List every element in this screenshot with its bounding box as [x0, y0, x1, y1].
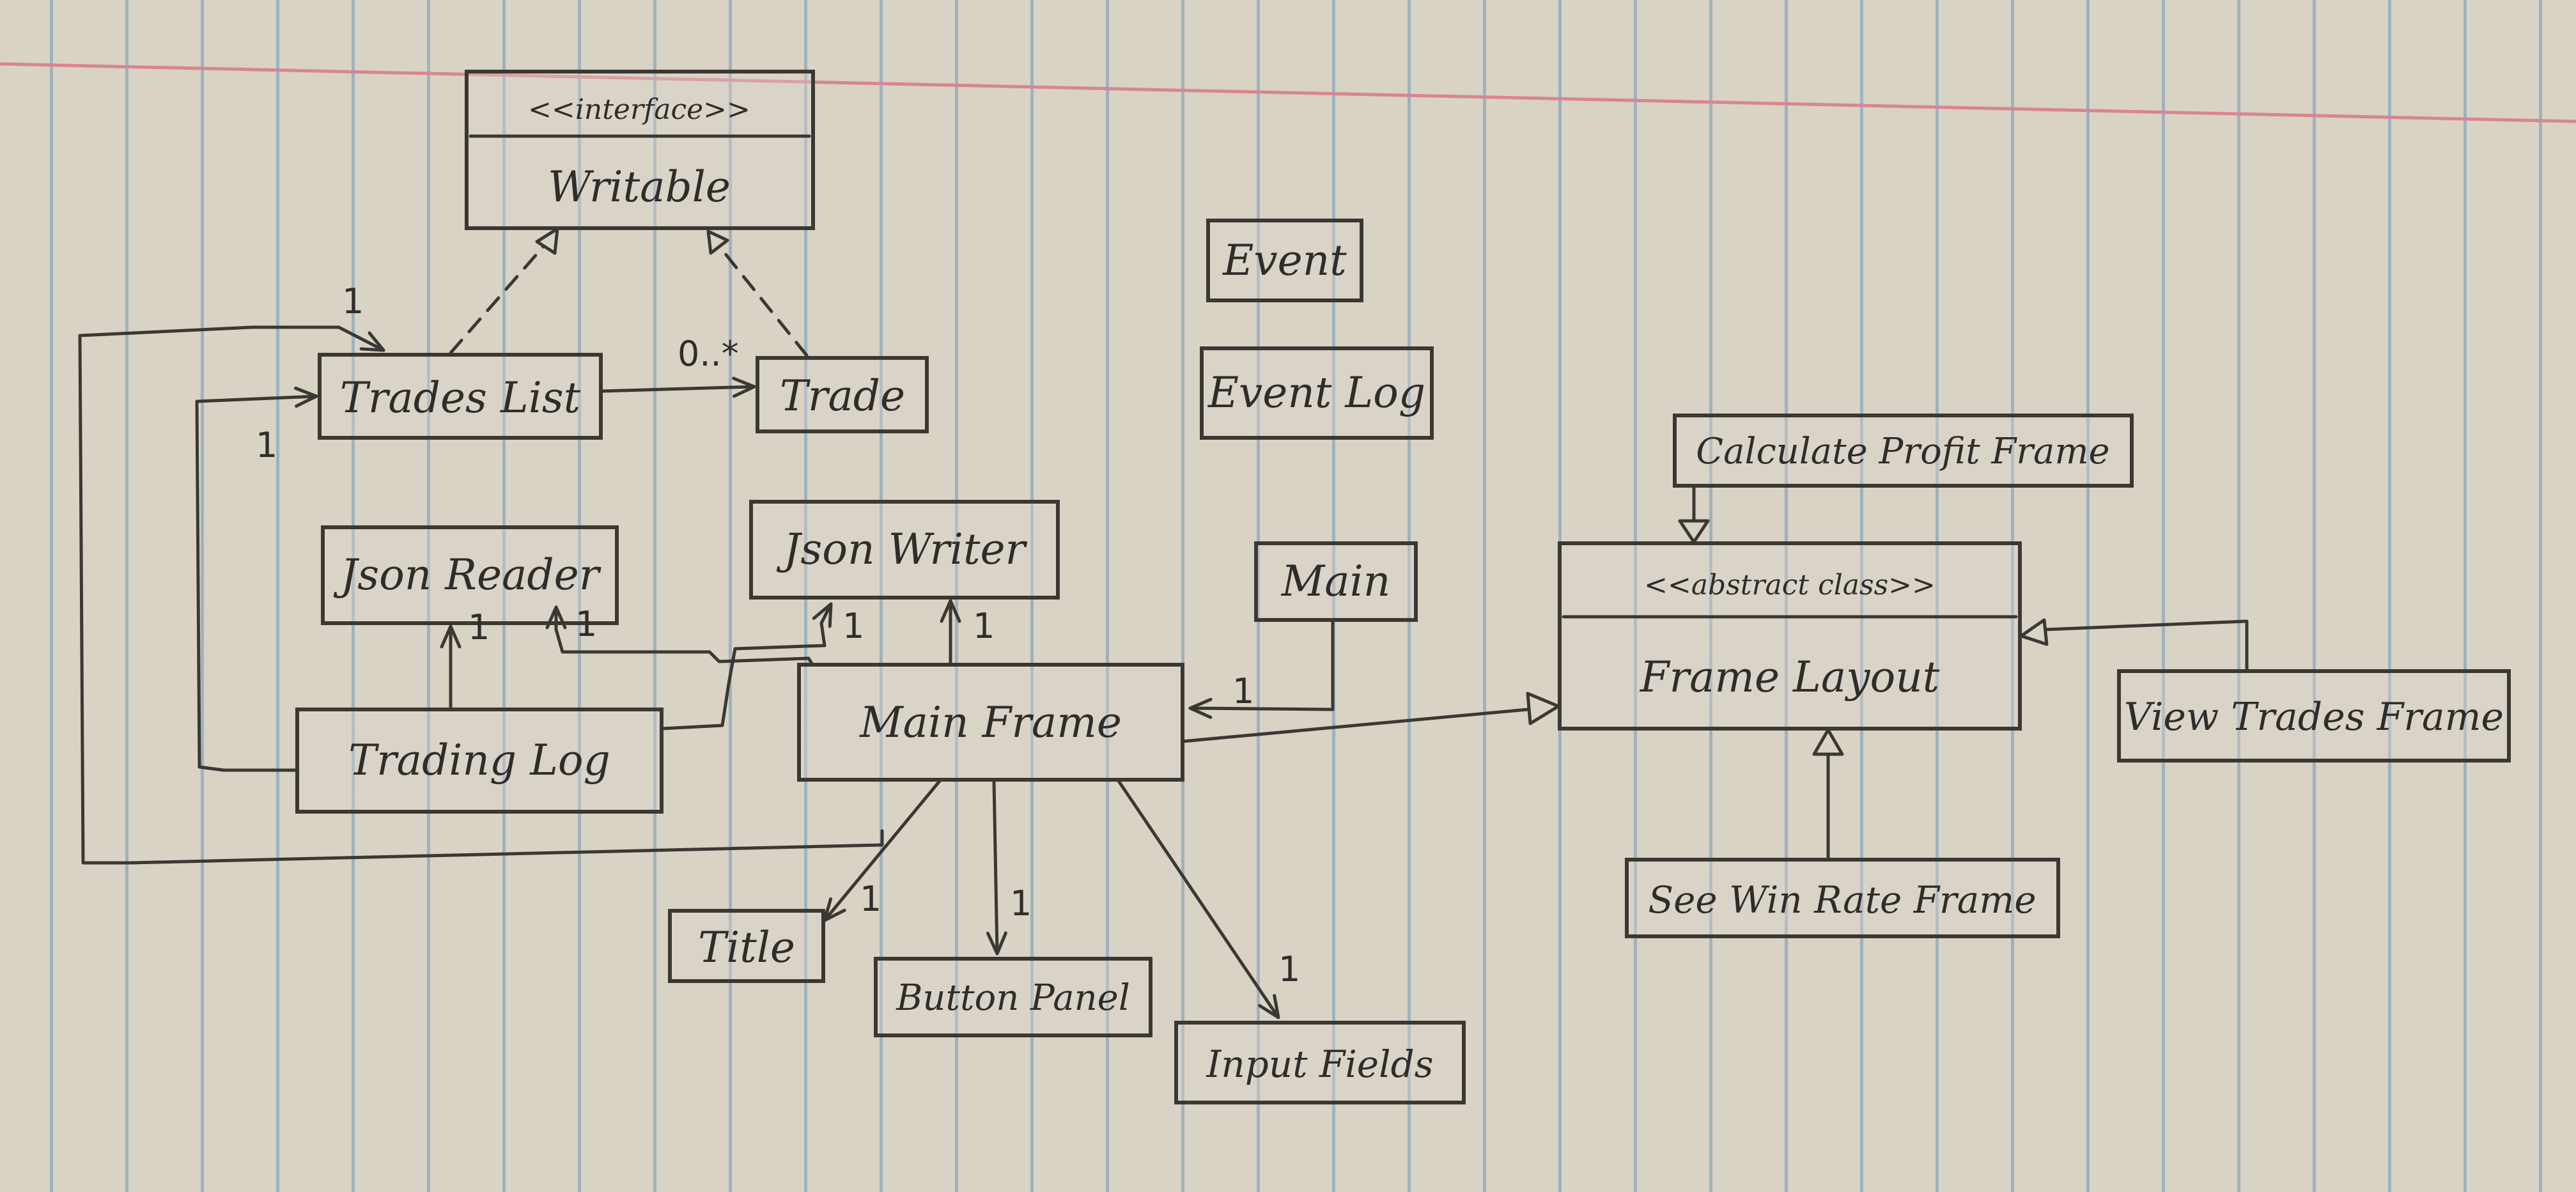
realization-trades-list-writable [449, 227, 559, 355]
mult-trading-log-json-writer: 1 [842, 606, 864, 646]
class-main-frame: Main Frame [797, 663, 1184, 782]
input-fields-name: Input Fields [1206, 1042, 1433, 1086]
class-calculate-profit-frame: Calculate Profit Frame [1673, 414, 2134, 488]
main-name: Main [1281, 557, 1391, 606]
assoc-trades-list-trade: 0..* [599, 334, 756, 398]
frame-layout-name: Frame Layout [1640, 653, 1940, 702]
mult-main-frame-input-fields: 1 [1278, 949, 1300, 989]
generalization-calculate-profit-frame [1678, 485, 1710, 544]
generalization-see-win-rate-frame [1812, 728, 1844, 860]
class-json-writer: Json Writer [749, 500, 1060, 600]
realization-trade-writable [706, 229, 809, 357]
mult-trading-log-json-reader: 1 [468, 607, 490, 647]
generalization-main-frame-frame-layout [1181, 692, 1560, 743]
mult-main-frame-json-writer: 1 [973, 606, 995, 646]
trade-name: Trade [780, 371, 905, 421]
class-input-fields: Input Fields [1174, 1021, 1466, 1104]
class-writable: <<interface>> Writable [465, 70, 815, 230]
assoc-main-frame-input-fields: 1 [1117, 779, 1300, 1019]
title-name: Title [698, 923, 795, 972]
assoc-main-frame-json-writer: 1 [940, 599, 995, 665]
mult-main-frame-title: 1 [860, 879, 881, 919]
mult-trades-list-side: 1 [256, 425, 277, 465]
mult-main-frame-button-panel: 1 [1010, 883, 1032, 924]
json-writer-name: Json Writer [776, 525, 1028, 574]
class-main: Main [1254, 541, 1418, 622]
class-see-win-rate-frame: See Win Rate Frame [1625, 858, 2060, 938]
trades-list-name: Trades List [340, 373, 581, 422]
json-reader-name: Json Reader [333, 550, 601, 600]
mult-main-main-frame: 1 [1232, 671, 1254, 711]
class-json-reader: Json Reader [321, 525, 619, 625]
assoc-main-frame-title: 1 [823, 779, 942, 922]
class-event-log: Event Log [1200, 346, 1434, 440]
view-trades-frame-name: View Trades Frame [2124, 695, 2504, 739]
assoc-main-frame-button-panel: 1 [986, 779, 1032, 956]
button-panel-name: Button Panel [896, 977, 1129, 1019]
assoc-main-frame-json-reader: 1 [545, 604, 814, 665]
assoc-trading-log-trades-list-side: 1 [195, 386, 318, 772]
class-frame-layout: <<abstract class>> Frame Layout [1558, 541, 2022, 731]
writable-name: Writable [548, 162, 731, 212]
class-button-panel: Button Panel [874, 957, 1152, 1037]
generalization-view-trades-frame [2019, 618, 2249, 672]
assoc-main-frame-trades-list-top: 1 [78, 281, 884, 865]
main-frame-name: Main Frame [859, 698, 1122, 747]
assoc-main-main-frame: 1 [1188, 619, 1335, 719]
see-win-rate-frame-name: See Win Rate Frame [1648, 878, 2036, 922]
class-event: Event [1206, 219, 1363, 302]
assoc-trading-log-json-reader: 1 [440, 607, 490, 710]
calculate-profit-frame-name: Calculate Profit Frame [1696, 431, 2109, 472]
writable-stereotype: <<interface>> [528, 93, 750, 126]
mult-main-frame-json-reader: 1 [575, 604, 597, 644]
event-name: Event [1222, 236, 1347, 285]
assoc-trading-log-json-writer: 1 [660, 602, 864, 731]
class-view-trades-frame: View Trades Frame [2117, 669, 2511, 762]
class-trading-log: Trading Log [295, 708, 663, 814]
class-trades-list: Trades List [318, 353, 603, 440]
trading-log-name: Trading Log [348, 736, 610, 785]
frame-layout-stereotype: <<abstract class>> [1644, 569, 1936, 601]
mult-trades-list-top: 1 [342, 281, 364, 321]
class-trade: Trade [756, 356, 929, 433]
event-log-name: Event Log [1207, 368, 1425, 417]
class-title: Title [668, 909, 825, 983]
mult-trades-list-trade: 0..* [678, 334, 739, 374]
